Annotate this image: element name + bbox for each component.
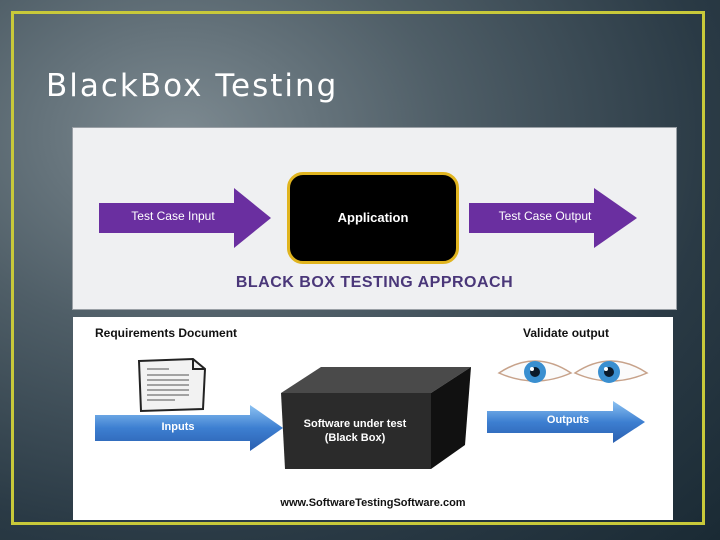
website-label: www.SoftwareTestingSoftware.com	[280, 497, 466, 509]
application-box: Application	[287, 172, 459, 264]
black-box-icon	[281, 367, 471, 469]
slide-title: BlackBox Testing	[46, 68, 339, 104]
approach-caption: BLACK BOX TESTING APPROACH	[235, 274, 514, 291]
box-label-line2: (Black Box)	[324, 432, 386, 444]
eye-icon-left	[497, 360, 573, 383]
outputs-label: Outputs	[546, 414, 590, 426]
requirements-document-label: Requirements Document	[95, 326, 238, 340]
eye-icon-right	[573, 360, 649, 383]
outputs-arrow	[487, 401, 645, 443]
document-icon	[137, 357, 207, 413]
test-case-output-label: Test Case Output	[498, 209, 592, 223]
inputs-arrow	[95, 405, 283, 451]
application-label: Application	[337, 210, 409, 225]
slide-frame	[11, 11, 705, 525]
black-box-approach-image: Test Case Input Application Test Case Ou…	[72, 127, 677, 310]
box-label-line1: Software under test	[303, 418, 407, 430]
inputs-label: Inputs	[161, 421, 195, 433]
test-case-input-label: Test Case Input	[131, 209, 215, 223]
validate-output-label: Validate output	[523, 326, 610, 340]
software-under-test-image: Requirements Document Validate output	[73, 317, 673, 520]
test-case-input-arrow	[99, 188, 271, 248]
test-case-output-arrow	[469, 188, 637, 248]
software-under-test-label: Software under test (Black Box)	[285, 417, 425, 445]
